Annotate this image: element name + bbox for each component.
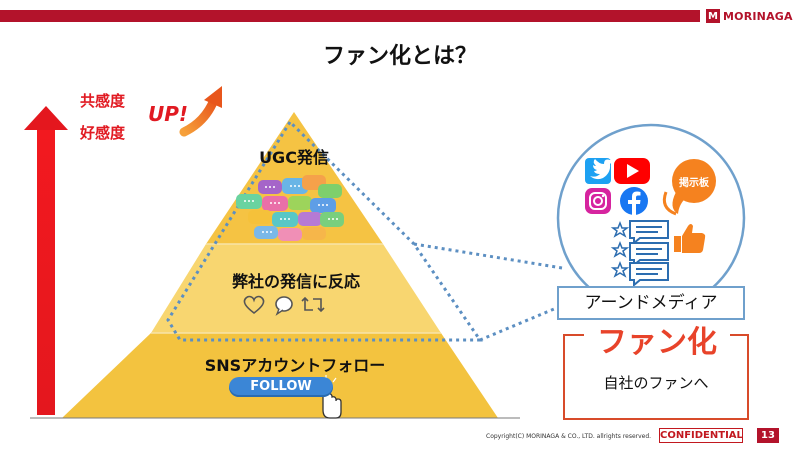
heart-icon	[243, 295, 265, 315]
instagram-icon	[585, 188, 611, 214]
fan-box-title: ファン化	[584, 325, 730, 361]
retweet-icon	[301, 296, 325, 313]
follow-button[interactable]: FOLLOW	[229, 377, 333, 397]
header-bar	[0, 10, 700, 22]
earned-media-circle	[556, 123, 746, 313]
pyramid-tier-bottom	[62, 333, 498, 418]
comment-icon	[275, 296, 293, 316]
bulletin-board-label: 掲示板	[679, 178, 709, 189]
facebook-icon	[620, 187, 648, 215]
copyright-text: Copyright(C) MORINAGA & CO., LTD. allrig…	[486, 433, 652, 440]
earned-media-label: アーンドメディア	[557, 286, 745, 320]
logo-mark-icon: M	[706, 9, 720, 23]
slide-title: ファン化とは？	[322, 44, 477, 69]
fan-box-subtitle: 自社のファンへ	[603, 374, 709, 392]
twitter-icon	[585, 158, 613, 184]
empathy-label: 共感度	[80, 92, 126, 110]
page-number: 13	[757, 428, 779, 443]
tier-label-ugc: UGC発信	[259, 148, 329, 167]
review-stars-icon	[610, 220, 630, 278]
pyramid-tier-middle	[151, 244, 441, 333]
bulletin-board-badge-icon	[662, 159, 716, 216]
ugc-bubbles-icon	[236, 175, 344, 241]
up-label: UP!	[148, 102, 189, 126]
likability-label: 好感度	[80, 124, 126, 142]
curved-up-arrow-icon	[179, 86, 222, 137]
earned-media-dotted-outline	[166, 120, 586, 342]
morinaga-logo: M MORINAGA	[706, 6, 793, 26]
vertical-up-arrow	[24, 106, 68, 415]
tier-label-reaction: 弊社の発信に反応	[231, 272, 360, 291]
youtube-icon	[614, 158, 650, 184]
thumbs-up-icon	[674, 224, 706, 253]
review-lines	[636, 226, 662, 275]
logo-text: MORINAGA	[723, 9, 793, 23]
confidential-badge: CONFIDENTIAL	[659, 428, 743, 443]
tier-label-follow: SNSアカウントフォロー	[204, 356, 386, 375]
